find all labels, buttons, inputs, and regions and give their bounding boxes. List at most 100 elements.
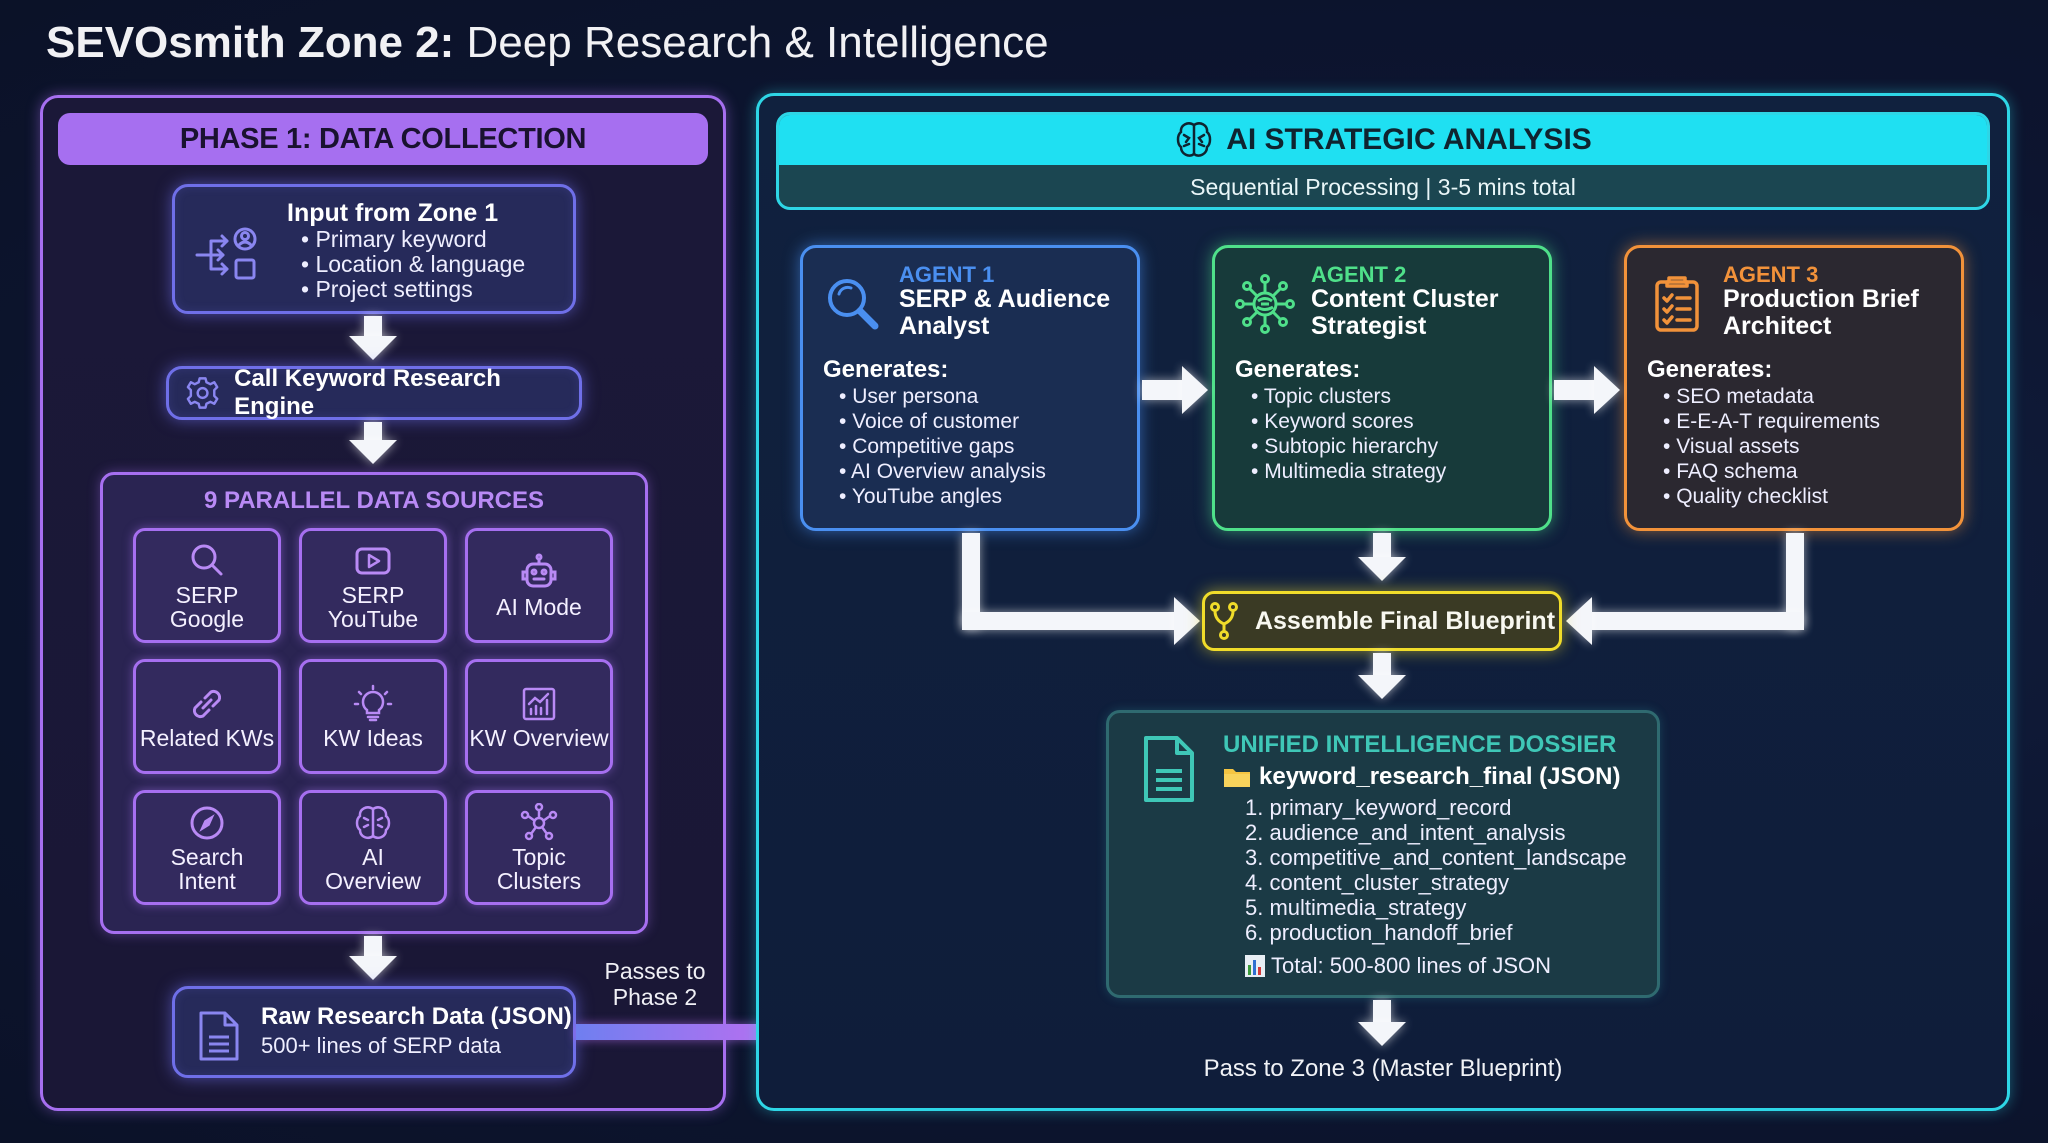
- network-icon: [520, 802, 558, 840]
- dossier-total-text: Total: 500-800 lines of JSON: [1271, 953, 1552, 978]
- agent-name: Content Cluster Strategist: [1311, 285, 1499, 340]
- input-from-zone1-box[interactable]: Input from Zone 1 Primary keyword Locati…: [172, 184, 576, 314]
- generates-label: Generates:: [1235, 356, 1361, 383]
- phase1-header: PHASE 1: DATA COLLECTION: [58, 113, 708, 165]
- dossier-total: Total: 500-800 lines of JSON: [1245, 953, 1551, 979]
- agent-output-item: Topic clusters: [1251, 384, 1446, 409]
- dossier-title: UNIFIED INTELLIGENCE DOSSIER: [1223, 731, 1617, 758]
- source-label: AI Overview: [325, 843, 421, 894]
- cluster-network-icon: [1235, 274, 1295, 334]
- source-tile-serp-google[interactable]: SERP Google: [133, 528, 281, 643]
- agent-output-item: FAQ schema: [1663, 459, 1880, 484]
- arrow-head: [1174, 597, 1200, 645]
- brain-icon: [1176, 122, 1212, 157]
- arrow-passes-to-phase2: [576, 1024, 776, 1040]
- arrow-head: [1594, 366, 1620, 414]
- passes-to-phase2-label: Passes to Phase 2: [604, 958, 706, 1010]
- source-label: SERP YouTube: [327, 581, 419, 632]
- source-label: KW Overview: [469, 724, 609, 751]
- input-flow-icon: [195, 227, 257, 280]
- arrow-head: [349, 956, 397, 980]
- agent-3-card[interactable]: AGENT 3 Production Brief Architect Gener…: [1624, 245, 1964, 531]
- agent-output-item: E-E-A-T requirements: [1663, 409, 1880, 434]
- arrow-head: [1182, 366, 1208, 414]
- dossier-section: 3. competitive_and_content_landscape: [1245, 845, 1627, 870]
- agent-1-card[interactable]: AGENT 1 SERP & Audience Analyst Generate…: [800, 245, 1140, 531]
- agent-2-card[interactable]: AGENT 2 Content Cluster Strategist Gener…: [1212, 245, 1552, 531]
- agent-number: AGENT 3: [1723, 262, 1819, 287]
- agent-output-item: Subtopic hierarchy: [1251, 434, 1446, 459]
- magnifier-icon: [828, 279, 879, 330]
- source-tile-kw-ideas[interactable]: KW Ideas: [299, 659, 447, 774]
- gear-icon: [186, 377, 219, 409]
- arrow-agent3-to-assemble: [1786, 533, 1804, 629]
- arrow-head: [1358, 557, 1406, 581]
- agent-number: AGENT 1: [899, 262, 995, 287]
- agent-output-item: Multimedia strategy: [1251, 459, 1446, 484]
- merge-icon: [1209, 602, 1238, 640]
- arrow-agent3-horizontal: [1590, 612, 1804, 630]
- agent-name: Production Brief Architect: [1723, 285, 1919, 340]
- source-tile-kw-overview[interactable]: KW Overview: [465, 659, 613, 774]
- source-tile-ai-overview[interactable]: AI Overview: [299, 790, 447, 905]
- agent-output-item: AI Overview analysis: [839, 459, 1046, 484]
- source-label: Search Intent: [170, 843, 244, 894]
- compass-icon: [190, 806, 224, 839]
- arrow-agent2-to-assemble: [1373, 533, 1391, 559]
- arrow-assemble-to-dossier: [1373, 653, 1391, 677]
- brain-icon: [355, 805, 391, 839]
- bar-chart-emoji-icon: [1245, 955, 1265, 977]
- document-icon: [1144, 736, 1194, 802]
- sources-title: 9 PARALLEL DATA SOURCES: [203, 487, 545, 514]
- source-label: Topic Clusters: [496, 843, 582, 894]
- call-keyword-engine-button[interactable]: Call Keyword Research Engine: [166, 365, 582, 420]
- agent-output-item: SEO metadata: [1663, 384, 1880, 409]
- source-label: SERP Google: [169, 581, 245, 632]
- dossier-file: keyword_research_final (JSON): [1223, 763, 1621, 791]
- agent-output-list: User persona Voice of customer Competiti…: [839, 384, 1046, 509]
- source-tile-search-intent[interactable]: Search Intent: [133, 790, 281, 905]
- search-icon: [191, 544, 223, 575]
- agent-output-list: Topic clusters Keyword scores Subtopic h…: [1251, 384, 1446, 484]
- dossier-section: 2. audience_and_intent_analysis: [1245, 820, 1566, 845]
- document-icon: [199, 1011, 239, 1061]
- clipboard-checklist-icon: [1655, 276, 1699, 332]
- source-tile-topic-clusters[interactable]: Topic Clusters: [465, 790, 613, 905]
- source-tile-serp-youtube[interactable]: SERP YouTube: [299, 528, 447, 643]
- input-item: Location & language: [301, 252, 525, 277]
- video-play-icon: [355, 547, 391, 574]
- unified-intelligence-dossier[interactable]: UNIFIED INTELLIGENCE DOSSIER keyword_res…: [1106, 710, 1660, 998]
- agent-output-item: Visual assets: [1663, 434, 1880, 459]
- source-label: AI Mode: [496, 593, 582, 620]
- robot-icon: [521, 553, 557, 587]
- arrow-dossier-to-zone3: [1373, 1000, 1391, 1024]
- arrow-head: [1358, 675, 1406, 699]
- arrow-engine-to-sources: [364, 422, 382, 442]
- source-label: Related KWs: [139, 724, 275, 751]
- link-icon: [192, 689, 222, 718]
- raw-research-data-box[interactable]: Raw Research Data (JSON) 500+ lines of S…: [172, 986, 576, 1078]
- source-tile-ai-mode[interactable]: AI Mode: [465, 528, 613, 643]
- page-title: SEVOsmith Zone 2: Deep Research & Intell…: [46, 18, 1049, 68]
- raw-data-subtitle: 500+ lines of SERP data: [261, 1033, 501, 1058]
- dossier-section: 6. production_handoff_brief: [1245, 920, 1513, 945]
- raw-data-title: Raw Research Data (JSON): [261, 1003, 572, 1030]
- generates-label: Generates:: [1647, 356, 1773, 383]
- agent-output-item: Keyword scores: [1251, 409, 1446, 434]
- source-tile-related-kws[interactable]: Related KWs: [133, 659, 281, 774]
- dossier-file-name: keyword_research_final (JSON): [1259, 763, 1621, 790]
- arrow-head: [1358, 1022, 1406, 1046]
- agent-output-item: User persona: [839, 384, 1046, 409]
- dossier-section-list: 1. primary_keyword_record 2. audience_an…: [1245, 795, 1627, 945]
- dossier-section: 1. primary_keyword_record: [1245, 795, 1512, 820]
- ai-header-title-bar: AI STRATEGIC ANALYSIS: [779, 115, 1987, 165]
- arrow-head: [349, 336, 397, 360]
- agent-number: AGENT 2: [1311, 262, 1407, 287]
- ai-header-title: AI STRATEGIC ANALYSIS: [1226, 123, 1592, 156]
- ai-header-subtitle: Sequential Processing | 3-5 mins total: [1190, 174, 1576, 200]
- arrow-agent1-horizontal: [962, 612, 1176, 630]
- assemble-final-blueprint-button[interactable]: Assemble Final Blueprint: [1202, 591, 1562, 651]
- arrow-agent1-to-agent2: [1142, 380, 1184, 400]
- arrow-sources-to-raw: [364, 936, 382, 958]
- agent-output-item: Competitive gaps: [839, 434, 1046, 459]
